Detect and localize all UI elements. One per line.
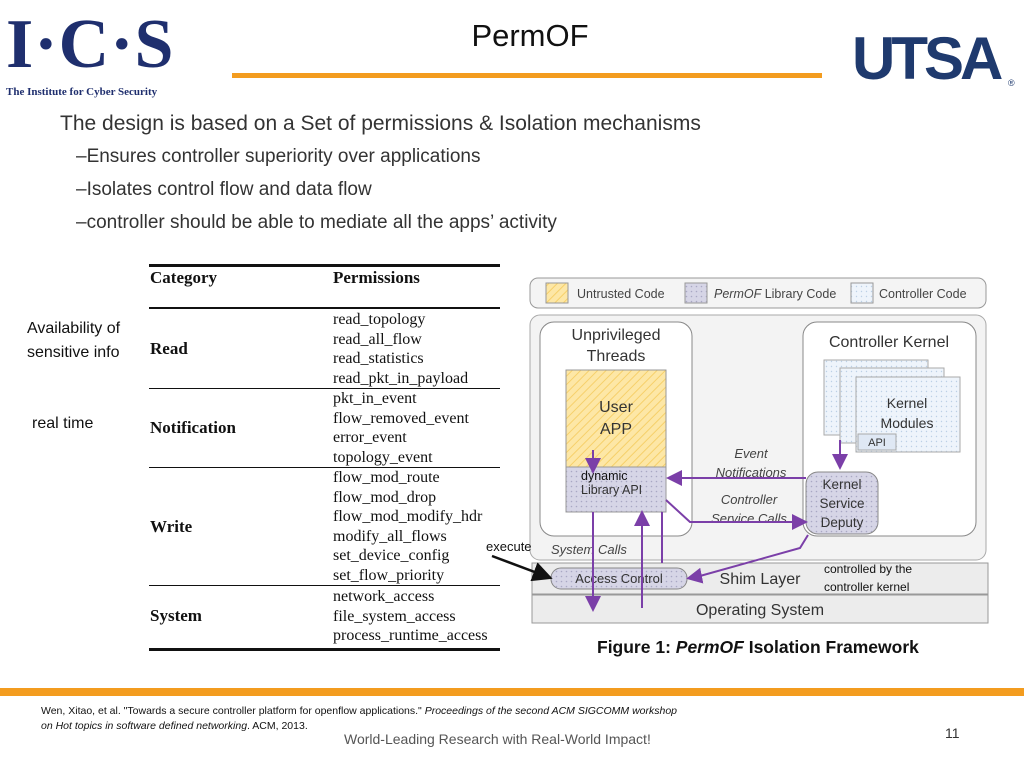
permission-item: topology_event [333, 448, 433, 466]
controlled-by-line2: controller kernel [824, 580, 909, 594]
kernel-modules-line1: Kernel [887, 395, 927, 411]
figure-caption: Figure 1: PermOF Isolation Framework [597, 637, 919, 657]
service-calls-line1: Controller [721, 492, 778, 507]
deputy-label-line1: Kernel [822, 477, 861, 492]
table-permissions-write: flow_mod_route flow_mod_drop flow_mod_mo… [333, 468, 482, 585]
unprivileged-label-line1: Unprivileged [572, 327, 661, 344]
table-header-category: Category [150, 268, 218, 287]
note-real-time: real time [32, 415, 94, 432]
kernel-service-deputy-box [805, 471, 879, 535]
arrow-deputy-to-access-control [686, 534, 809, 584]
library-api-label: Library API [581, 483, 642, 497]
access-control-label: Access Control [575, 571, 663, 586]
operating-system-label: Operating System [696, 602, 824, 619]
permission-item: flow_mod_drop [333, 488, 437, 506]
ics-logo-letters: I·C·S [6, 6, 175, 83]
table-category-system: System [150, 606, 202, 625]
table-header-rule [149, 307, 500, 309]
permission-item: flow_mod_route [333, 469, 440, 486]
permission-item: set_flow_priority [333, 566, 445, 584]
footer-tagline: World-Leading Research with Real-World I… [344, 731, 651, 747]
note-availability-line2: sensitive info [27, 344, 120, 361]
slide-title: PermOF [471, 18, 589, 53]
controller-kernel-label: Controller Kernel [829, 334, 949, 351]
bullet-sub-2: –Isolates control flow and data flow [76, 179, 372, 200]
event-notifications-line2: Notifications [716, 465, 787, 480]
deputy-label-line3: Deputy [821, 515, 864, 530]
kernel-modules-line2: Modules [881, 415, 934, 431]
legend-untrusted-label: Untrusted Code [577, 287, 665, 301]
note-availability: Availability of sensitive info [27, 317, 120, 365]
table-row-rule [149, 585, 500, 586]
permission-item: file_system_access [333, 607, 456, 625]
permission-item: read_pkt_in_payload [333, 369, 469, 387]
bullet-main: The design is based on a Set of permissi… [60, 112, 701, 135]
service-calls-line2: Service Calls [711, 511, 787, 526]
permission-item: process_runtime_access [333, 627, 488, 644]
legend-controller-label: Controller Code [879, 287, 967, 301]
table-top-rule [149, 264, 500, 267]
permission-item: error_event [333, 429, 407, 446]
citation: Wen, Xitao, et al. "Towards a secure con… [41, 705, 678, 732]
permission-item: read_statistics [333, 350, 424, 367]
table-row-rule [149, 467, 500, 468]
page-number: 11 [945, 725, 960, 741]
legend-permof-label: PermOF Library Code [714, 287, 836, 301]
permission-item: read_all_flow [333, 330, 422, 348]
controlled-by-line1: controlled by the [824, 562, 912, 576]
permission-item: flow_mod_modify_hdr [333, 508, 483, 525]
operating-system-bar [531, 594, 989, 624]
shim-layer-label: Shim Layer [720, 571, 802, 588]
user-app-label-line1: User [599, 399, 633, 416]
dynamic-label: dynamic [581, 469, 628, 483]
table-permissions-system: network_access file_system_access proces… [333, 587, 488, 646]
user-app-label-line2: APP [600, 421, 632, 438]
permission-item: network_access [333, 588, 435, 605]
unprivileged-label-line2: Threads [587, 348, 646, 365]
note-availability-line1: Availability of [27, 320, 121, 337]
table-category-read: Read [150, 339, 188, 358]
table-row-rule [149, 388, 500, 389]
utsa-logo: UTSA [852, 25, 1003, 92]
legend-controller-swatch [850, 282, 874, 304]
table-category-notification: Notification [150, 418, 236, 437]
arrow-service-calls [665, 499, 808, 530]
api-label: API [868, 437, 886, 449]
table-permissions-notification: pkt_in_event flow_removed_event error_ev… [333, 389, 469, 467]
user-app-box [565, 369, 667, 468]
footer-rule [0, 688, 1024, 696]
utsa-registered-mark: ® [1008, 78, 1015, 88]
execute-label: execute [486, 539, 532, 554]
bullet-sub-1: –Ensures controller superiority over app… [76, 146, 481, 167]
permission-item: set_device_config [333, 547, 450, 564]
permission-item: read_topology [333, 311, 426, 328]
event-notifications-line1: Event [734, 446, 769, 461]
table-category-write: Write [150, 517, 193, 536]
deputy-label-line2: Service [819, 496, 864, 511]
api-box [857, 433, 897, 451]
permission-item: pkt_in_event [333, 390, 417, 407]
permission-item: modify_all_flows [333, 527, 447, 545]
table-permissions-read: read_topology read_all_flow read_statist… [333, 310, 468, 388]
ics-logo-subtitle: The Institute for Cyber Security [6, 86, 158, 98]
system-calls-label: System Calls [551, 542, 627, 557]
legend-untrusted-swatch [545, 282, 569, 304]
title-underline [232, 73, 822, 78]
table-bottom-rule [149, 648, 500, 651]
library-api-box [565, 466, 667, 513]
table-header-permissions: Permissions [333, 268, 420, 287]
bullet-sub-3: –controller should be able to mediate al… [76, 212, 557, 233]
legend-permof-swatch [684, 282, 708, 304]
permission-item: flow_removed_event [333, 409, 469, 427]
execute-arrow [491, 554, 553, 582]
